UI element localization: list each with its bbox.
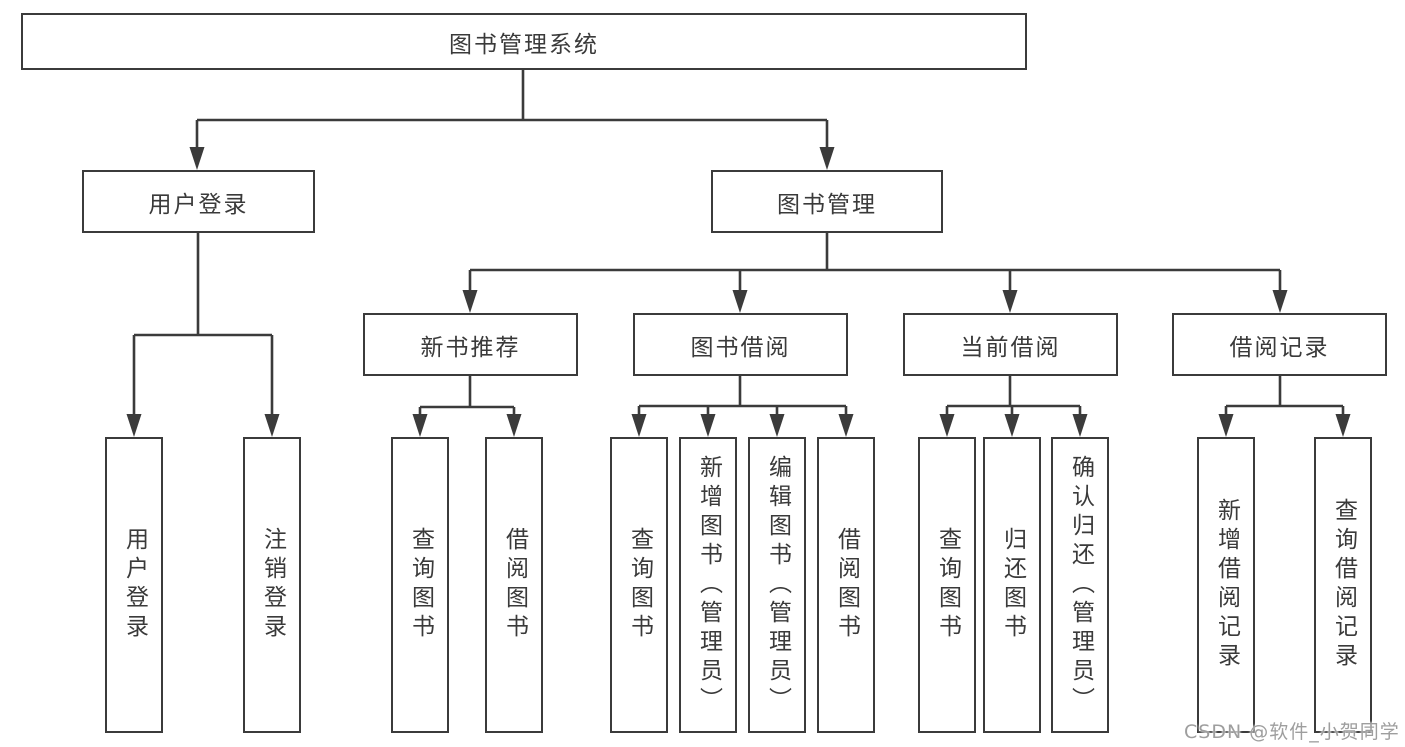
leaf-query-books-2-label: 查询图书 [626, 527, 653, 643]
leaf-query-books-1-label: 查询图书 [407, 527, 434, 643]
node-borrow-records-label: 借阅记录 [1229, 334, 1330, 361]
node-new-book-recommend-label: 新书推荐 [420, 334, 521, 361]
leaf-query-borrow-record-label: 查询借阅记录 [1330, 498, 1357, 672]
node-new-book-recommend: 新书推荐 [363, 313, 578, 376]
connector-book-mgmt [468, 233, 1282, 296]
leaf-logout: 注销登录 [243, 437, 301, 733]
node-user-login: 用户登录 [82, 170, 315, 233]
connector-borrow-records [1224, 376, 1345, 420]
connector-book-borrow [637, 376, 848, 420]
leaf-return-book: 归还图书 [983, 437, 1041, 733]
leaf-user-login: 用户登录 [105, 437, 163, 733]
leaf-add-book-admin-label: 新增图书（管理员） [695, 454, 722, 716]
node-root-label: 图书管理系统 [449, 31, 599, 58]
csdn-watermark: CSDN @软件_小贺同学 [1184, 721, 1400, 743]
node-book-borrow-label: 图书借阅 [690, 334, 791, 361]
leaf-add-book-admin: 新增图书（管理员） [679, 437, 737, 733]
leaf-borrow-books-1-label: 借阅图书 [501, 527, 528, 643]
leaf-return-book-label: 归还图书 [999, 527, 1026, 643]
leaf-edit-book-admin: 编辑图书（管理员） [748, 437, 806, 733]
leaf-borrow-books-2-label: 借阅图书 [833, 527, 860, 643]
node-book-mgmt-label: 图书管理 [777, 191, 877, 218]
leaf-edit-book-admin-label: 编辑图书（管理员） [764, 454, 791, 716]
node-current-borrow-label: 当前借阅 [960, 334, 1061, 361]
node-current-borrow: 当前借阅 [903, 313, 1118, 376]
node-user-login-label: 用户登录 [148, 191, 249, 218]
connector-new-book [418, 376, 516, 420]
leaf-confirm-return-admin: 确认归还（管理员） [1051, 437, 1109, 733]
arrowheads [126, 147, 1351, 437]
connector-current-borrow [945, 376, 1082, 420]
leaf-add-borrow-record-label: 新增借阅记录 [1213, 498, 1240, 672]
leaf-borrow-books-2: 借阅图书 [817, 437, 875, 733]
leaf-query-books-3-label: 查询图书 [934, 527, 961, 643]
node-root: 图书管理系统 [21, 13, 1027, 70]
leaf-logout-label: 注销登录 [259, 527, 286, 643]
leaf-user-login-label: 用户登录 [121, 527, 148, 643]
node-book-mgmt: 图书管理 [711, 170, 943, 233]
leaf-borrow-books-1: 借阅图书 [485, 437, 543, 733]
connector-root [195, 70, 829, 152]
leaf-add-borrow-record: 新增借阅记录 [1197, 437, 1255, 733]
leaf-query-books-3: 查询图书 [918, 437, 976, 733]
leaf-confirm-return-admin-label: 确认归还（管理员） [1067, 454, 1094, 716]
node-book-borrow: 图书借阅 [633, 313, 848, 376]
leaf-query-borrow-record: 查询借阅记录 [1314, 437, 1372, 733]
leaf-query-books-1: 查询图书 [391, 437, 449, 733]
leaf-query-books-2: 查询图书 [610, 437, 668, 733]
node-borrow-records: 借阅记录 [1172, 313, 1387, 376]
connector-user-login [132, 233, 274, 420]
